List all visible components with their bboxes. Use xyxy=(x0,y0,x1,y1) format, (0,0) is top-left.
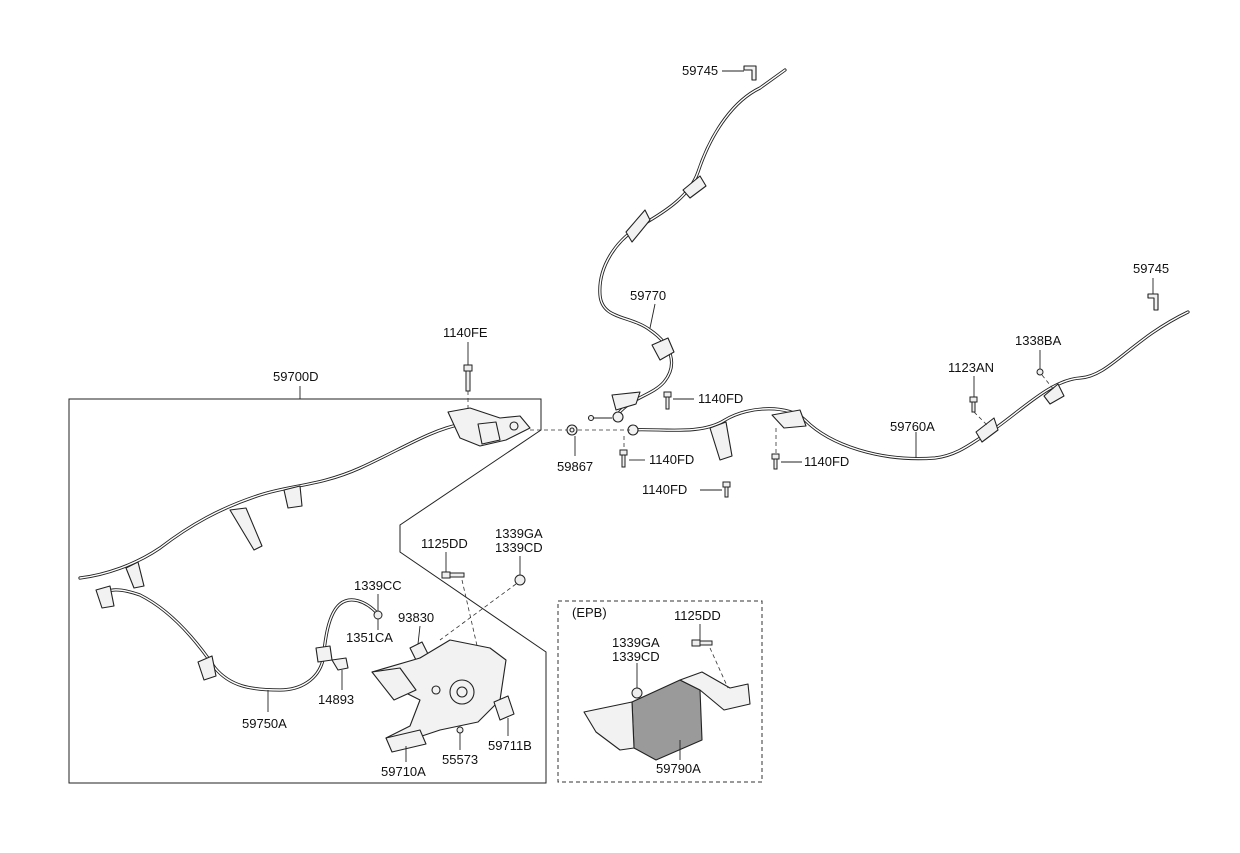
label-59770: 59770 xyxy=(630,288,666,303)
label-1125DD: 1125DD xyxy=(421,536,468,551)
bracket-59750A-a xyxy=(95,585,115,609)
label-59750A: 59750A xyxy=(242,716,287,731)
label-1338BA: 1338BA xyxy=(1015,333,1062,348)
bracket-59750A-b xyxy=(197,655,217,681)
nut-1351CA xyxy=(373,610,383,620)
label-1140FD-a: 1140FD xyxy=(698,391,743,406)
clip-14893 xyxy=(331,657,349,671)
epb-frame xyxy=(557,600,763,783)
label-1140FD-b: 1140FD xyxy=(649,452,694,467)
label-59711B: 59711B xyxy=(488,738,532,753)
bolt-1338BA xyxy=(1036,368,1044,376)
label-epb-1339GA: 1339GA xyxy=(612,635,660,650)
label-1351CA: 1351CA xyxy=(346,630,393,645)
epb-bracket-59790A xyxy=(583,671,751,761)
bolt-1123AN xyxy=(969,396,978,413)
clip-59745-right xyxy=(1147,293,1159,311)
label-59710A: 59710A xyxy=(381,764,426,779)
bracket-59770-b xyxy=(625,209,651,243)
bolt-1125DD xyxy=(441,571,465,579)
bracket-59760A-c xyxy=(975,417,999,443)
bracket-59770-c xyxy=(651,337,675,361)
label-59867: 59867 xyxy=(557,459,593,474)
nut-1339GA xyxy=(514,574,526,586)
equalizer-59700D xyxy=(447,407,531,447)
epb-nut-1339GA xyxy=(631,687,643,699)
cable-59760A xyxy=(627,310,1190,461)
bracket-59750A-c xyxy=(315,645,333,663)
label-59700D: 59700D xyxy=(273,369,319,384)
assembly-59700D-frame xyxy=(68,398,547,784)
bracket-59700D-c xyxy=(125,561,145,589)
label-93830: 93830 xyxy=(398,610,434,625)
bracket-59700D-b xyxy=(229,507,263,551)
cable-59770 xyxy=(587,68,787,423)
bracket-59770-d xyxy=(611,391,641,411)
label-14893: 14893 xyxy=(318,692,354,707)
spring-59711B xyxy=(493,695,515,721)
bracket-59760A-a xyxy=(709,421,733,461)
label-epb-1339CD: 1339CD xyxy=(612,649,660,664)
cable-59750A xyxy=(95,585,380,692)
cable-59700D xyxy=(78,422,464,589)
bolt-1140FD-c xyxy=(722,481,731,498)
pedal-assembly-59710A xyxy=(371,639,507,753)
clip-59745-top xyxy=(743,65,757,81)
bracket-59760A-d xyxy=(1043,383,1065,405)
label-1123AN: 1123AN xyxy=(948,360,994,375)
bracket-59760A-b xyxy=(771,409,807,429)
label-59760A: 59760A xyxy=(890,419,935,434)
adjuster-59867 xyxy=(566,424,578,436)
cable-end-59770 xyxy=(612,411,624,423)
label-epb-59790A: 59790A xyxy=(656,761,701,776)
label-1140FE: 1140FE xyxy=(443,325,488,340)
bracket-59700D-a xyxy=(283,485,303,509)
label-59745-top: 59745 xyxy=(682,63,718,78)
label-55573: 55573 xyxy=(442,752,478,767)
bolt-1140FD-b xyxy=(619,449,628,468)
label-1339CD: 1339CD xyxy=(495,540,543,555)
bracket-59770-a xyxy=(682,175,707,199)
label-59745-right: 59745 xyxy=(1133,261,1169,276)
label-1140FD-c: 1140FD xyxy=(642,482,687,497)
label-1140FD-d: 1140FD xyxy=(804,454,849,469)
bolt-1140FE xyxy=(463,364,473,392)
bolt-1140FD-a xyxy=(663,391,672,410)
label-1339CC: 1339CC xyxy=(354,578,402,593)
label-epb-1125DD: 1125DD xyxy=(674,608,721,623)
bumper-55573 xyxy=(456,726,464,734)
label-epb-title: (EPB) xyxy=(572,605,607,620)
label-1339GA: 1339GA xyxy=(495,526,543,541)
epb-bolt-1125DD xyxy=(691,639,713,647)
bolt-1140FD-d xyxy=(771,453,780,470)
